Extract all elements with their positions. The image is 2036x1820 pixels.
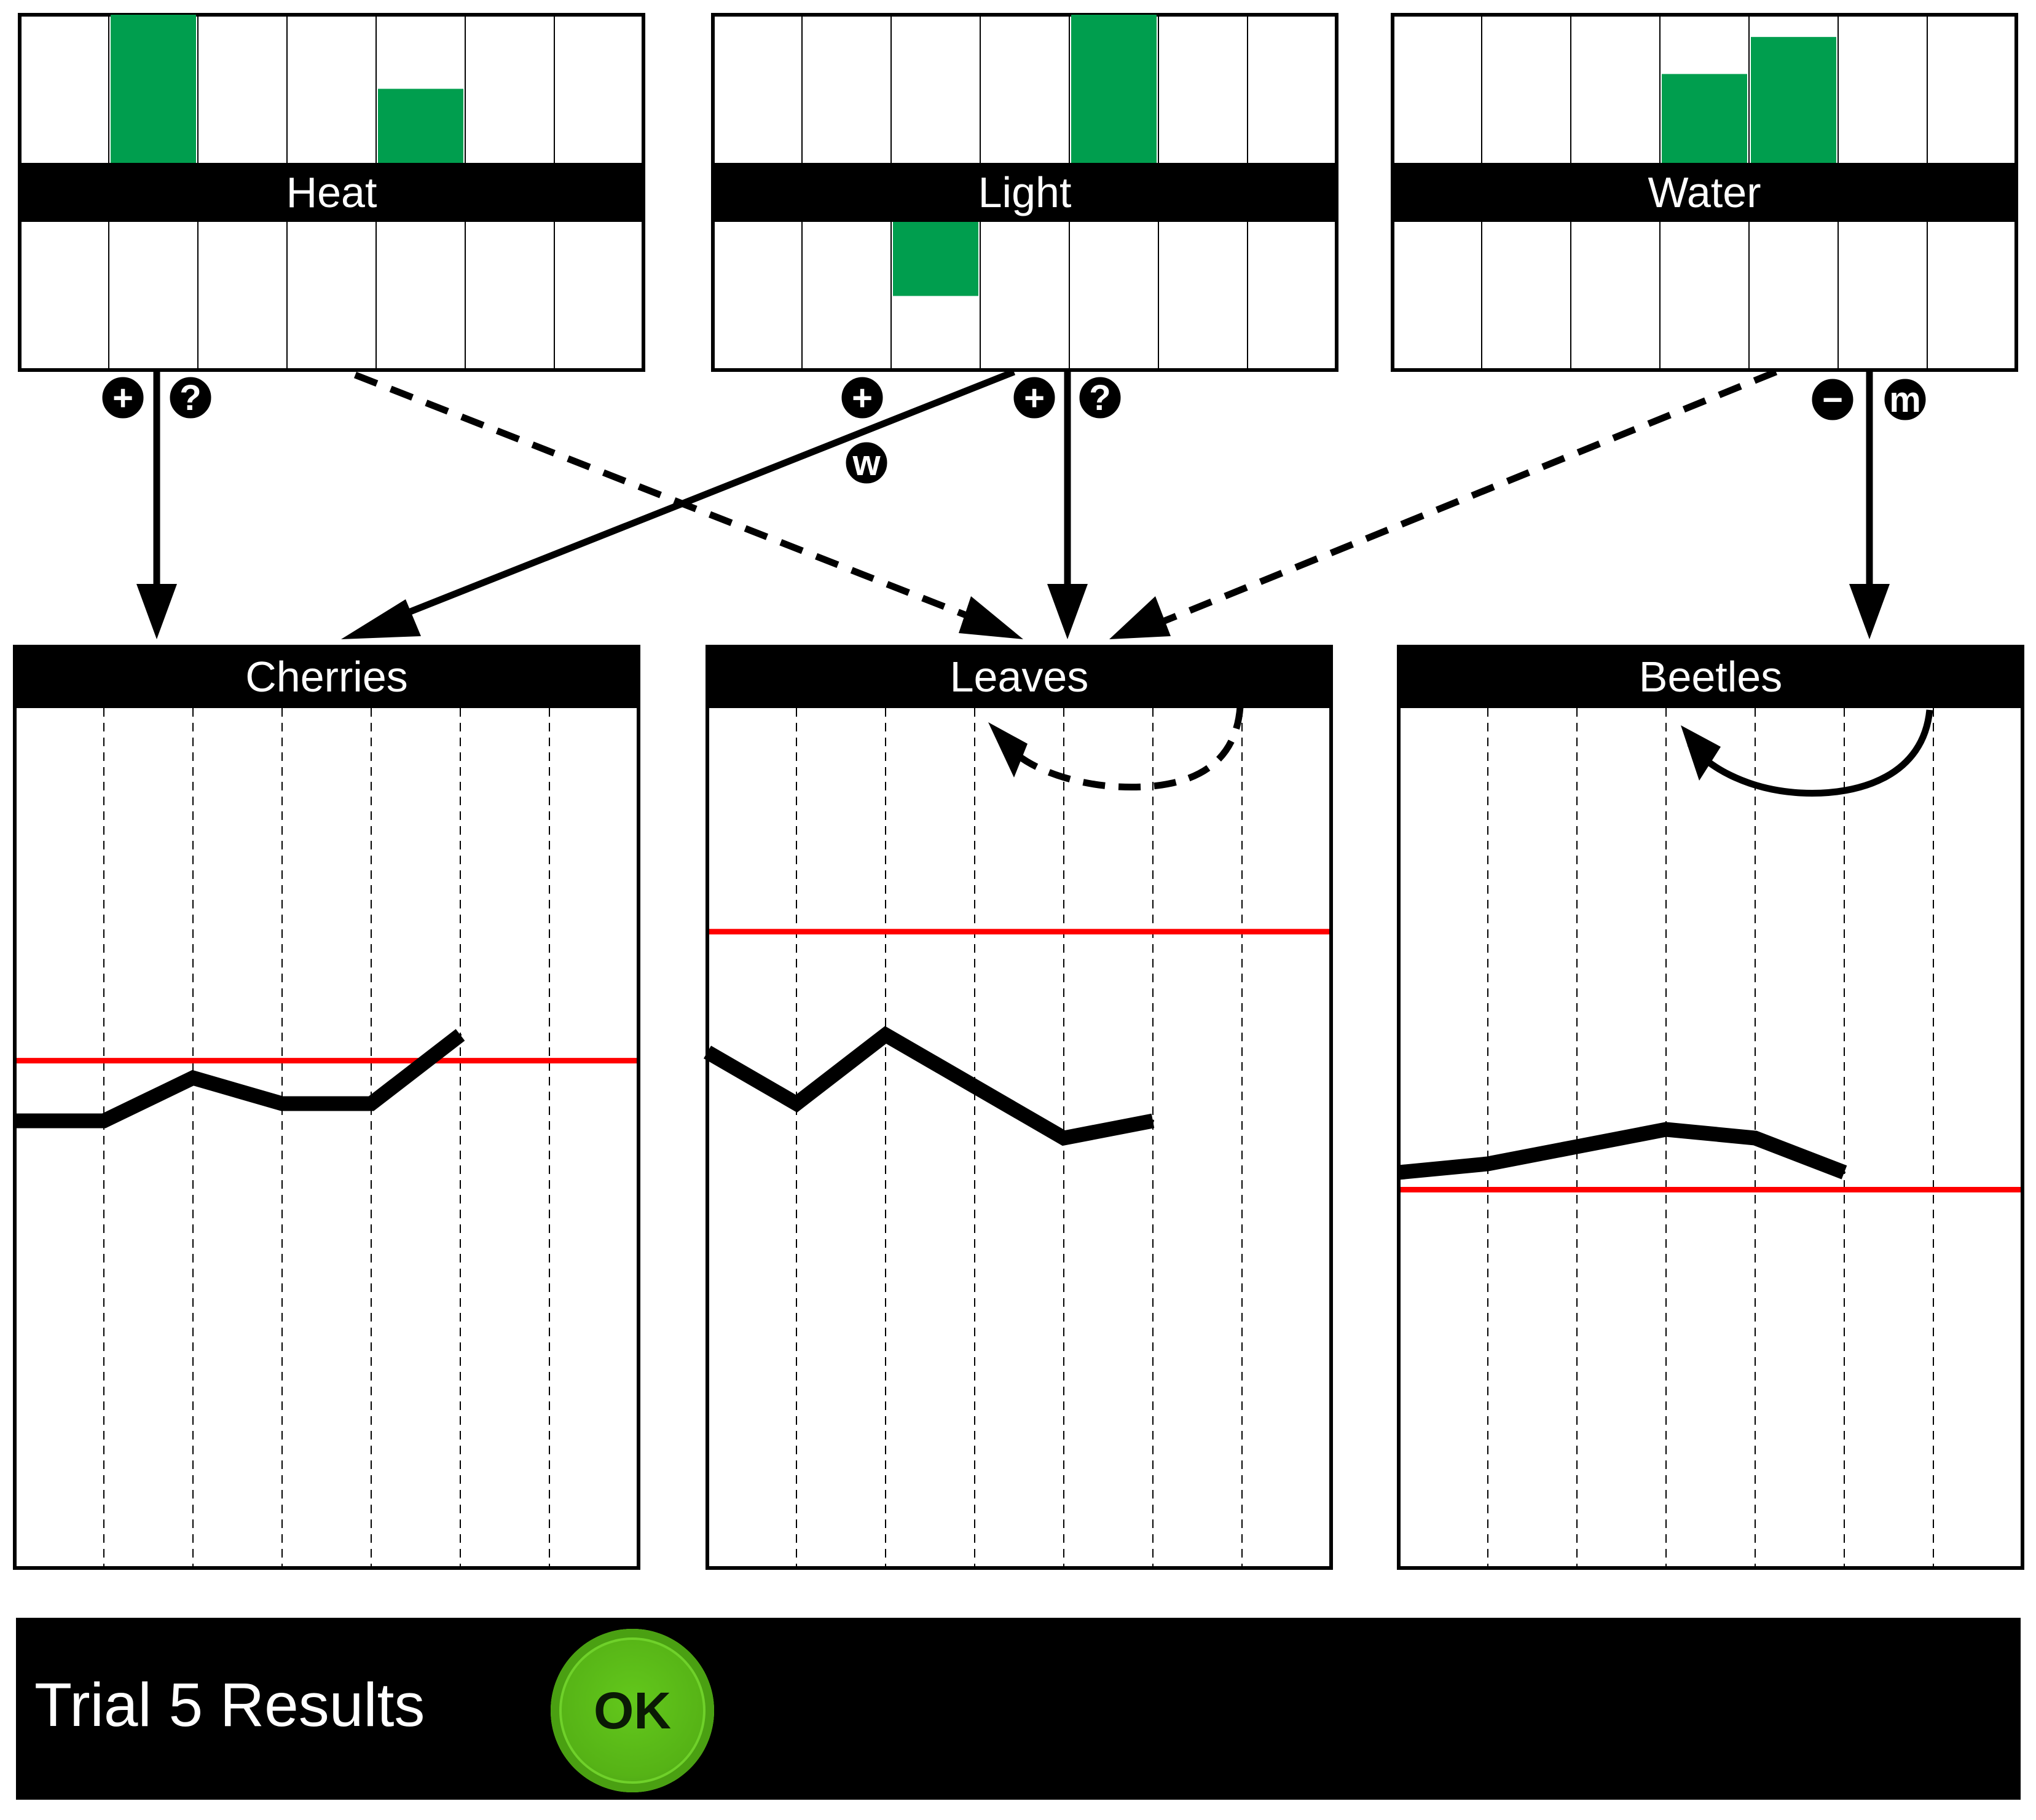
output-panel-frame bbox=[1397, 645, 2024, 1570]
setting-bar[interactable] bbox=[111, 15, 196, 163]
link-light-cherries bbox=[385, 368, 1016, 624]
setting-bar[interactable] bbox=[1751, 37, 1836, 163]
trend-point bbox=[192, 1076, 194, 1079]
arrowhead-icon bbox=[1047, 584, 1088, 639]
input-panel-heat: Heat bbox=[18, 13, 645, 372]
input-header bbox=[713, 163, 1337, 222]
plus-badge-icon[interactable]: + bbox=[1010, 374, 1058, 422]
weak-badge-icon-symbol: w bbox=[852, 443, 881, 483]
link-water-leaves bbox=[1163, 368, 1778, 624]
ok-button-label: OK bbox=[594, 1681, 671, 1739]
trend-point bbox=[973, 1085, 976, 1088]
output-label-leaves: Leaves bbox=[950, 653, 1089, 701]
trend-point bbox=[1487, 1162, 1489, 1165]
unknown-badge-icon[interactable]: ? bbox=[1076, 374, 1124, 422]
weak-badge-icon[interactable]: w bbox=[843, 439, 890, 487]
trend-point bbox=[1063, 1137, 1065, 1140]
trend-point bbox=[459, 1033, 462, 1036]
output-header bbox=[1399, 647, 2022, 708]
arrowhead-icon bbox=[341, 599, 421, 639]
trial-results-title: Trial 5 Results bbox=[34, 1671, 425, 1739]
input-panel-light: Light bbox=[711, 13, 1338, 372]
population-trend-line bbox=[703, 1026, 1155, 1146]
results-bar: Trial 5 Results OK bbox=[16, 1618, 2021, 1800]
trend-point bbox=[1397, 1171, 1400, 1174]
population-trend-line bbox=[1397, 1122, 1847, 1180]
arrowhead-icon bbox=[1849, 584, 1890, 639]
minus-badge-icon-symbol: − bbox=[1822, 380, 1843, 420]
trend-point bbox=[706, 1050, 709, 1054]
trend-point bbox=[1843, 1171, 1845, 1174]
output-panel-leaves: Leaves bbox=[703, 645, 1333, 1570]
trend-point bbox=[1152, 1119, 1154, 1122]
unknown-badge-icon-circle bbox=[167, 374, 214, 422]
arrowhead-icon bbox=[1109, 596, 1171, 639]
plus-badge-icon-symbol: + bbox=[1024, 378, 1045, 418]
input-header bbox=[20, 163, 643, 222]
ok-button[interactable]: OK bbox=[551, 1629, 714, 1792]
unknown-badge-icon-symbol: ? bbox=[1089, 378, 1110, 418]
setting-bar[interactable] bbox=[378, 89, 463, 163]
plus-badge-icon-symbol: + bbox=[852, 378, 873, 418]
arrowhead-icon bbox=[959, 596, 1023, 639]
output-label-cherries: Cherries bbox=[245, 653, 408, 701]
leaves-self-loop bbox=[999, 706, 1244, 791]
trend-point bbox=[884, 1033, 887, 1036]
link-heat-leaves bbox=[353, 371, 973, 621]
input-label-water: Water bbox=[1648, 168, 1761, 216]
arrowhead-icon bbox=[988, 722, 1028, 778]
beetles-self-loop bbox=[1687, 709, 1933, 797]
minus-badge-icon[interactable]: − bbox=[1809, 376, 1857, 423]
plus-badge-icon-circle bbox=[838, 374, 886, 422]
arrowhead-icon bbox=[136, 584, 177, 639]
trend-point bbox=[1754, 1137, 1756, 1140]
arrowhead-icon bbox=[1681, 725, 1721, 781]
input-panel-water: Water bbox=[1391, 13, 2018, 372]
plus-badge-icon-circle bbox=[1010, 374, 1058, 422]
plus-badge-icon-circle bbox=[99, 374, 147, 422]
output-header bbox=[15, 647, 639, 708]
output-label-beetles: Beetles bbox=[1639, 653, 1782, 701]
unknown-badge-icon[interactable]: ? bbox=[167, 374, 214, 422]
trend-point bbox=[795, 1102, 798, 1105]
setting-bar[interactable] bbox=[1071, 15, 1157, 163]
trend-point bbox=[14, 1119, 16, 1122]
moderate-badge-icon-symbol: m bbox=[1889, 380, 1921, 420]
trend-point bbox=[281, 1102, 283, 1105]
minus-badge-icon-circle bbox=[1809, 376, 1857, 423]
plus-badge-icon[interactable]: + bbox=[838, 374, 886, 422]
trend-point bbox=[1576, 1145, 1578, 1148]
unknown-badge-icon-circle bbox=[1076, 374, 1124, 422]
input-label-light: Light bbox=[978, 168, 1072, 216]
setting-bar[interactable] bbox=[1662, 74, 1747, 163]
input-label-heat: Heat bbox=[286, 168, 377, 216]
moderate-badge-icon[interactable]: m bbox=[1881, 376, 1929, 423]
weak-badge-icon-circle bbox=[843, 439, 890, 487]
output-panel-cherries: Cherries bbox=[13, 645, 640, 1570]
moderate-badge-icon-circle bbox=[1881, 376, 1929, 423]
trend-point bbox=[370, 1102, 372, 1105]
plus-badge-icon-symbol: + bbox=[112, 378, 133, 418]
unknown-badge-icon-symbol: ? bbox=[179, 378, 201, 418]
setting-bar[interactable] bbox=[893, 222, 978, 296]
output-panel-beetles: Beetles bbox=[1397, 645, 2024, 1570]
input-header bbox=[1393, 163, 2016, 222]
trend-point bbox=[103, 1119, 105, 1122]
trend-point bbox=[1665, 1128, 1667, 1131]
output-header bbox=[707, 647, 1331, 708]
plus-badge-icon[interactable]: + bbox=[99, 374, 147, 422]
population-trend-line bbox=[15, 1029, 465, 1129]
